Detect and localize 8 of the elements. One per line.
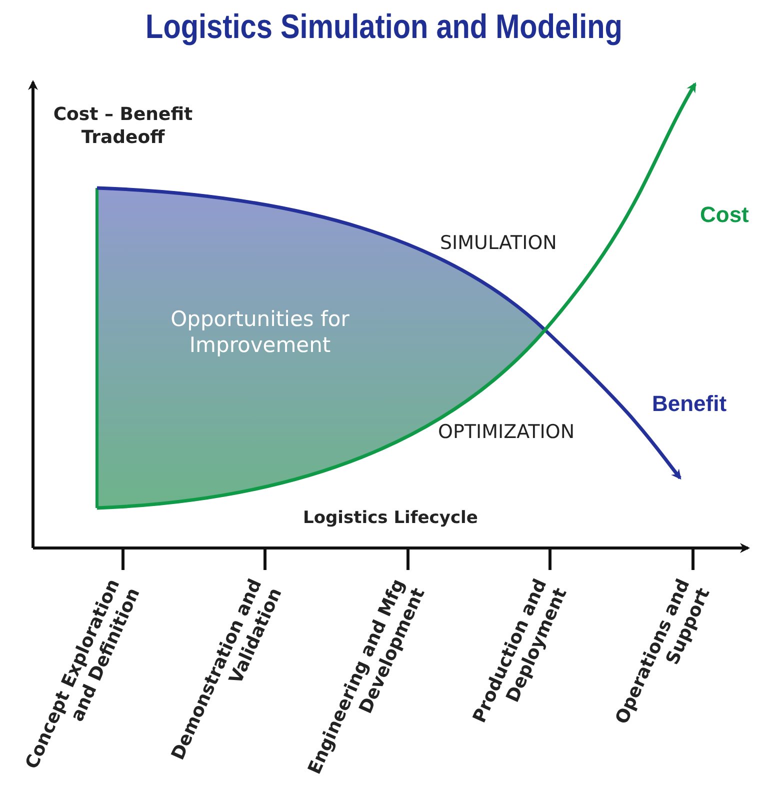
curve-label: Cost (700, 202, 749, 228)
axis-title: Logistics Lifecycle (303, 508, 478, 528)
curve-label: Benefit (652, 391, 727, 417)
region-label: Opportunities for Improvement (170, 306, 350, 358)
curve-label: SIMULATION (440, 232, 557, 254)
chart-title: Logistics Simulation and Modeling (144, 8, 624, 47)
curve-label: OPTIMIZATION (438, 421, 575, 443)
axis-title: Cost – Benefit Tradeoff (52, 104, 194, 149)
